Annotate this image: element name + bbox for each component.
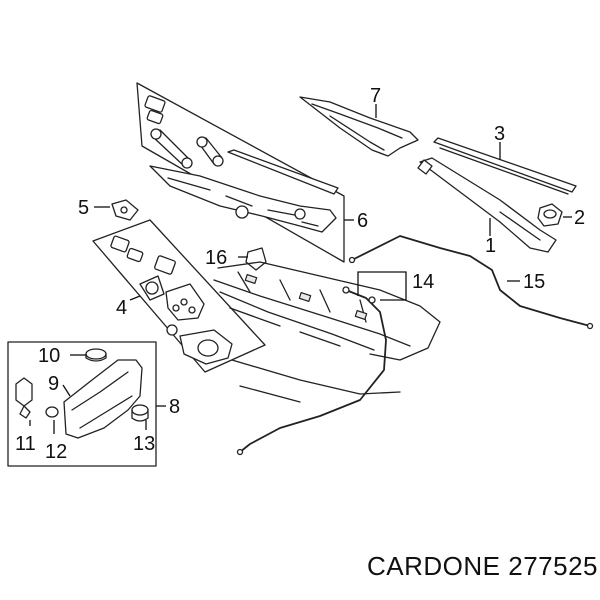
- callout-9: 9: [48, 373, 59, 395]
- callout-5: 5: [78, 197, 89, 219]
- motor-panel-group-4: [92, 219, 266, 373]
- wiper-arm-part-1: [417, 157, 557, 253]
- callout-16: 16: [205, 247, 227, 269]
- washer-hose-part-15: [348, 235, 594, 330]
- cowl-cover-part-7: [299, 96, 419, 157]
- washer-hose-part-14: [236, 271, 407, 456]
- callout-3: 3: [494, 123, 505, 145]
- pivot-nut-part-2: [537, 203, 572, 227]
- callout-14: 14: [412, 271, 434, 293]
- bracket-part-5: [94, 199, 139, 221]
- callout-15: 15: [523, 271, 545, 293]
- callout-12: 12: [45, 441, 67, 463]
- wiper-blade-part-3: [433, 137, 577, 195]
- callout-2: 2: [574, 207, 585, 229]
- callout-1: 1: [485, 235, 496, 257]
- vehicle-cowl-body: [213, 261, 441, 403]
- linkage-panel-group-6: [136, 82, 345, 263]
- callout-4: 4: [116, 297, 127, 319]
- callout-8: 8: [169, 396, 180, 418]
- callout-10: 10: [38, 345, 60, 367]
- callout-7: 7: [370, 85, 381, 107]
- washer-reservoir-group-8: [7, 341, 166, 467]
- callout-13: 13: [133, 433, 155, 455]
- callout-6: 6: [357, 210, 368, 232]
- brand-watermark: CARDONE 277525: [367, 551, 598, 581]
- connector-part-16: [238, 247, 267, 271]
- callout-11: 11: [15, 433, 36, 455]
